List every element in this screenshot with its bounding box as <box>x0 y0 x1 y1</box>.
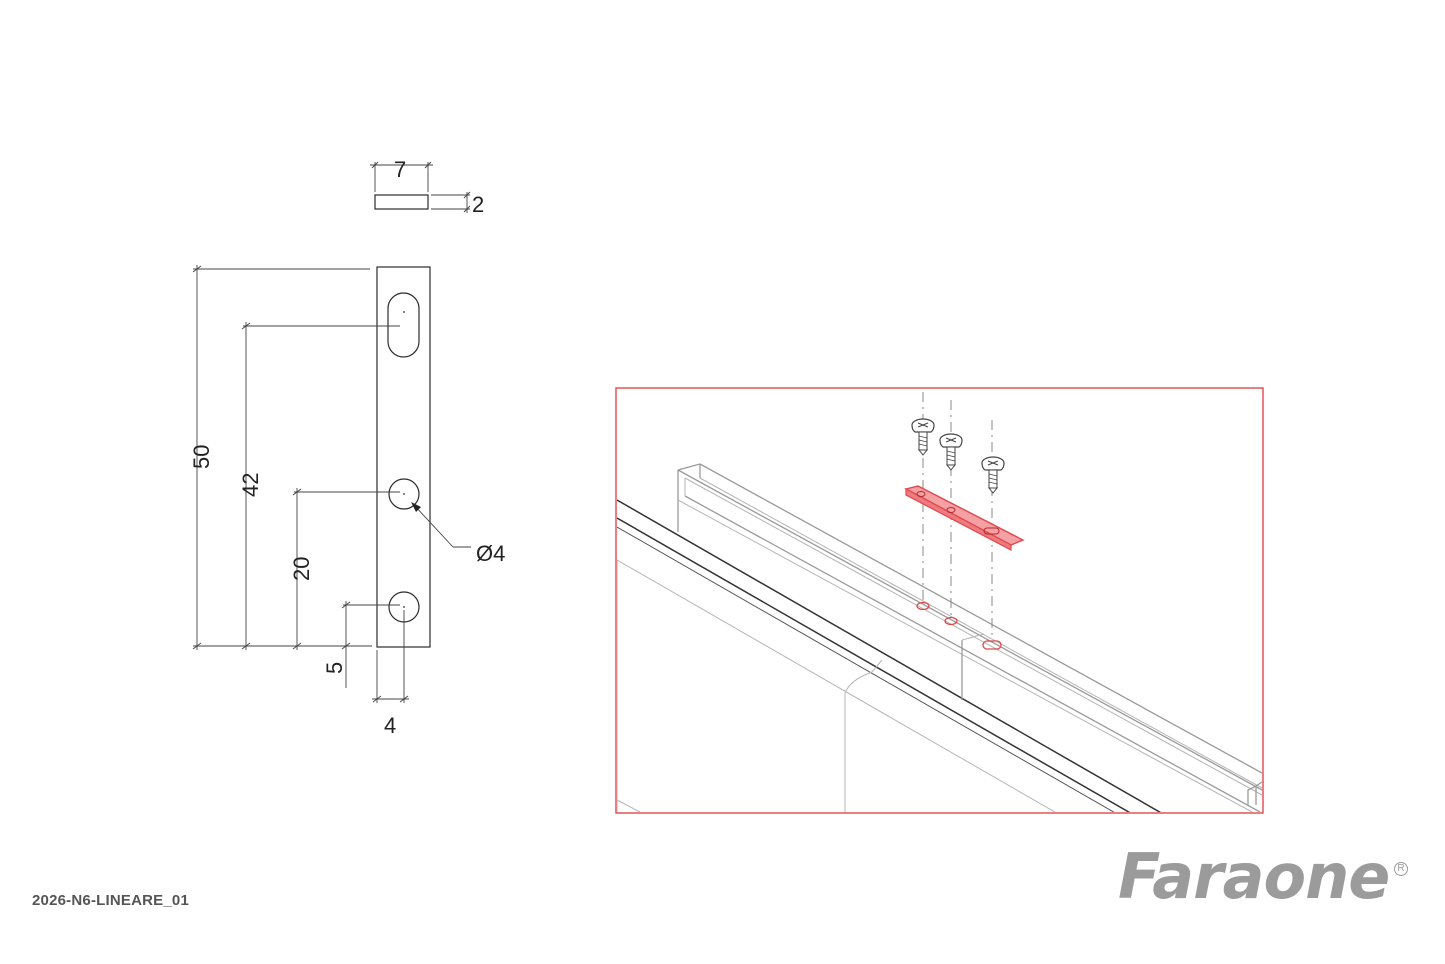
registered-mark: R <box>1394 862 1408 876</box>
hole-diameter-callout: Ø4 <box>411 502 505 566</box>
dim-slot-center: 42 <box>238 473 263 497</box>
screw-icon <box>939 433 963 471</box>
dim-bottom-hole: 5 <box>322 662 347 674</box>
screw-icon <box>981 456 1005 494</box>
dim-bottom-hole-group: 5 <box>322 601 400 688</box>
dim-length-group: 50 <box>189 265 370 650</box>
dim-slot-group: 42 <box>238 322 400 650</box>
screw-icon <box>911 418 935 456</box>
dim-width: 7 <box>394 157 406 182</box>
brand-logo: Faraone <box>1118 840 1390 913</box>
dim-length: 50 <box>189 445 214 469</box>
plate-front-view <box>376 266 431 648</box>
dim-hole-offset-group: 4 <box>372 610 409 738</box>
detail-frame <box>615 387 1264 814</box>
assembly-detail <box>615 387 1264 814</box>
dim-middle-hole-group: 20 <box>289 488 400 650</box>
dim-middle-hole: 20 <box>289 557 314 581</box>
dim-hole-diameter: Ø4 <box>476 541 505 566</box>
dim-thickness: 2 <box>472 192 484 217</box>
plate-top-view: 7 2 <box>370 157 484 217</box>
dim-hole-offset: 4 <box>384 713 396 738</box>
drawing-code: 2026-N6-LINEARE_01 <box>32 892 189 909</box>
connector-plate-highlight <box>904 485 1025 551</box>
